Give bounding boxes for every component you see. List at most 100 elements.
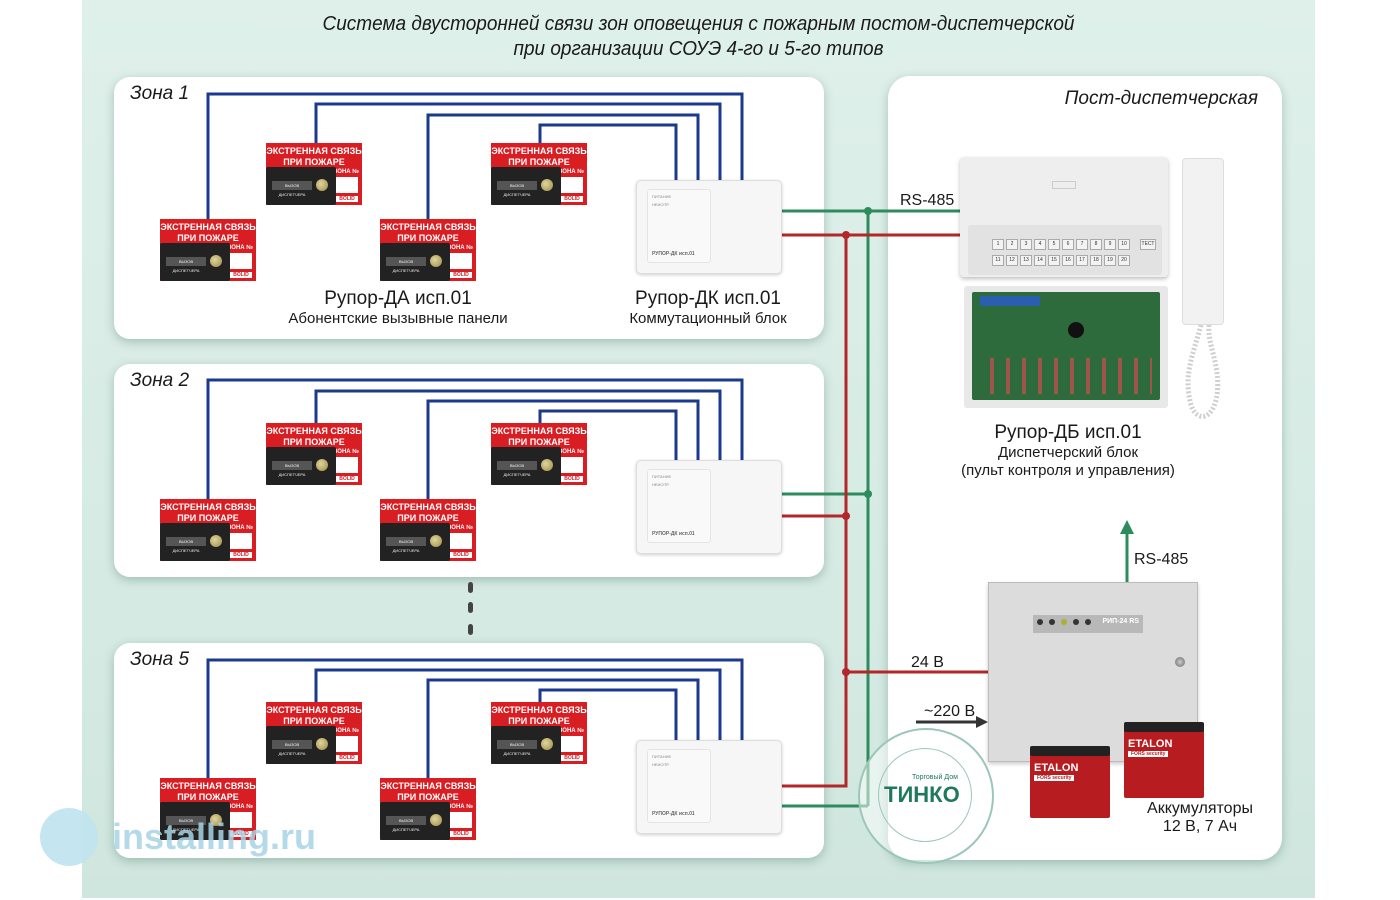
test-key[interactable]: ТЕСТ <box>1140 239 1156 250</box>
zone-key[interactable]: 11 <box>992 255 1004 266</box>
panel-header: ЭКСТРЕННАЯ СВЯЗЬ ПРИ ПОЖАРЕ <box>160 502 256 523</box>
call-button[interactable]: ВЫЗОВ ДИСПЕТЧЕРА <box>166 816 206 832</box>
call-button[interactable]: ВЫЗОВ ДИСПЕТЧЕРА <box>166 257 206 273</box>
handset <box>1182 158 1224 325</box>
zone-key[interactable]: 14 <box>1034 255 1046 266</box>
zone-key[interactable]: 15 <box>1048 255 1060 266</box>
zone-key[interactable]: 7 <box>1076 239 1088 250</box>
panel-zone-no: ЗОНА № <box>558 449 584 455</box>
zone-key[interactable]: 9 <box>1104 239 1116 250</box>
zone-key[interactable]: 19 <box>1104 255 1116 266</box>
zone-key[interactable]: 16 <box>1062 255 1074 266</box>
call-button[interactable]: ВЫЗОВ ДИСПЕТЧЕРА <box>497 181 537 197</box>
zone-key[interactable]: 20 <box>1118 255 1130 266</box>
call-button[interactable]: ВЫЗОВ ДИСПЕТЧЕРА <box>386 816 426 832</box>
caption-dk: Рупор-ДК исп.01 Коммутационный блок <box>600 288 816 328</box>
call-panel: ЭКСТРЕННАЯ СВЯЗЬ ПРИ ПОЖАРЕ ЗОНА № ВЫЗОВ Д… <box>380 778 476 840</box>
battery-brand: ETALON <box>1128 738 1173 750</box>
panel-zone-no: ЗОНА № <box>558 728 584 734</box>
panel-header: ЭКСТРЕННАЯ СВЯЗЬ ПРИ ПОЖАРЕ <box>380 781 476 802</box>
zone-key[interactable]: 12 <box>1006 255 1018 266</box>
zone-key[interactable]: 17 <box>1076 255 1088 266</box>
zone-key[interactable]: 13 <box>1020 255 1032 266</box>
psu-led <box>1049 619 1055 625</box>
panel-header: ЭКСТРЕННАЯ СВЯЗЬ ПРИ ПОЖАРЕ <box>491 426 587 447</box>
panel-keypad: ВЫЗОВ ДИСПЕТЧЕРА <box>380 243 450 281</box>
zone-number-box <box>561 177 583 193</box>
v24-label: 24 В <box>911 654 944 671</box>
caption-db: Рупор-ДБ исп.01 Диспетчерский блок (пуль… <box>940 422 1196 480</box>
panel-header: ЭКСТРЕННАЯ СВЯЗЬ ПРИ ПОЖАРЕ <box>266 146 362 167</box>
caption-db-name: Рупор-ДБ исп.01 <box>994 422 1142 443</box>
battery-top <box>1124 722 1204 732</box>
call-button[interactable]: ВЫЗОВ ДИСПЕТЧЕРА <box>272 181 312 197</box>
bolid-logo: BOLID <box>561 196 583 202</box>
ellipsis-dot <box>468 602 473 613</box>
panel-header: ЭКСТРЕННАЯ СВЯЗЬ ПРИ ПОЖАРЕ <box>380 222 476 243</box>
zone-key[interactable]: 2 <box>1006 239 1018 250</box>
zone-key[interactable]: 5 <box>1048 239 1060 250</box>
caption-dk-name: Рупор-ДК исп.01 <box>635 288 781 309</box>
bolid-logo: BOLID <box>336 476 358 482</box>
panel-keypad: ВЫЗОВ ДИСПЕТЧЕРА <box>160 802 230 840</box>
call-button[interactable]: ВЫЗОВ ДИСПЕТЧЕРА <box>386 537 426 553</box>
call-panel: ЭКСТРЕННАЯ СВЯЗЬ ПРИ ПОЖАРЕ ЗОНА № ВЫЗОВ Д… <box>491 423 587 485</box>
zone-key[interactable]: 18 <box>1090 255 1102 266</box>
zone-key[interactable]: 6 <box>1062 239 1074 250</box>
panel-keypad: ВЫЗОВ ДИСПЕТЧЕРА <box>380 523 450 561</box>
microphone-icon <box>210 814 222 826</box>
call-button[interactable]: ВЫЗОВ ДИСПЕТЧЕРА <box>272 740 312 756</box>
microphone-icon <box>210 535 222 547</box>
panel-zone-no: ЗОНА № <box>227 245 253 251</box>
zone-number-box <box>450 533 472 549</box>
zone-number-box <box>450 253 472 269</box>
led-power: ПИТАНИЕ <box>652 194 672 199</box>
zone-number-box <box>230 812 252 828</box>
bolid-logo: BOLID <box>230 272 252 278</box>
psu-indicator-strip: РИП-24 RS <box>1033 615 1143 633</box>
microphone-icon <box>316 459 328 471</box>
caption-da-desc: Абонентские вызывные панели <box>288 310 508 327</box>
zone-number-box <box>336 177 358 193</box>
caption-db-desc1: Диспетчерский блок <box>997 444 1139 461</box>
zone-key[interactable]: 3 <box>1020 239 1032 250</box>
watermark-text: installing.ru <box>112 816 317 857</box>
battery-top <box>1030 746 1110 756</box>
led-power: ПИТАНИЕ <box>652 474 672 479</box>
panel-keypad: ВЫЗОВ ДИСПЕТЧЕРА <box>160 243 230 281</box>
microphone-icon <box>541 179 553 191</box>
panel-zone-no: ЗОНА № <box>447 804 473 810</box>
psu-led <box>1037 619 1043 625</box>
call-button[interactable]: ВЫЗОВ ДИСПЕТЧЕРА <box>497 461 537 477</box>
zone-number-box <box>561 736 583 752</box>
zone-number-box <box>450 812 472 828</box>
zone-key[interactable]: 1 <box>992 239 1004 250</box>
panel-zone-no: ЗОНА № <box>333 449 359 455</box>
call-button[interactable]: ВЫЗОВ ДИСПЕТЧЕРА <box>386 257 426 273</box>
battery-series: FORS security <box>1034 775 1075 781</box>
call-button[interactable]: ВЫЗОВ ДИСПЕТЧЕРА <box>166 537 206 553</box>
diagram-title: Система двусторонней связи зон оповещени… <box>113 12 1284 62</box>
call-button[interactable]: ВЫЗОВ ДИСПЕТЧЕРА <box>497 740 537 756</box>
zone-number-box <box>336 736 358 752</box>
switch-block-label: РУПОР-ДК исп.01 <box>652 811 695 817</box>
bolid-logo: BOLID <box>450 272 472 278</box>
zone-key[interactable]: 8 <box>1090 239 1102 250</box>
circuit-board <box>972 292 1160 400</box>
panel-keypad: ВЫЗОВ ДИСПЕТЧЕРА <box>380 802 450 840</box>
psu-led <box>1085 619 1091 625</box>
call-button[interactable]: ВЫЗОВ ДИСПЕТЧЕРА <box>272 461 312 477</box>
zone-key[interactable]: 4 <box>1034 239 1046 250</box>
watermark-logo-icon <box>40 808 98 866</box>
bolid-logo: BOLID <box>336 196 358 202</box>
zone-key[interactable]: 10 <box>1118 239 1130 250</box>
tinko-stamp: Торговый Дом ТИНКО <box>858 728 994 864</box>
panel-header: ЭКСТРЕННАЯ СВЯЗЬ ПРИ ПОЖАРЕ <box>266 705 362 726</box>
bolid-logo: BOLID <box>230 552 252 558</box>
